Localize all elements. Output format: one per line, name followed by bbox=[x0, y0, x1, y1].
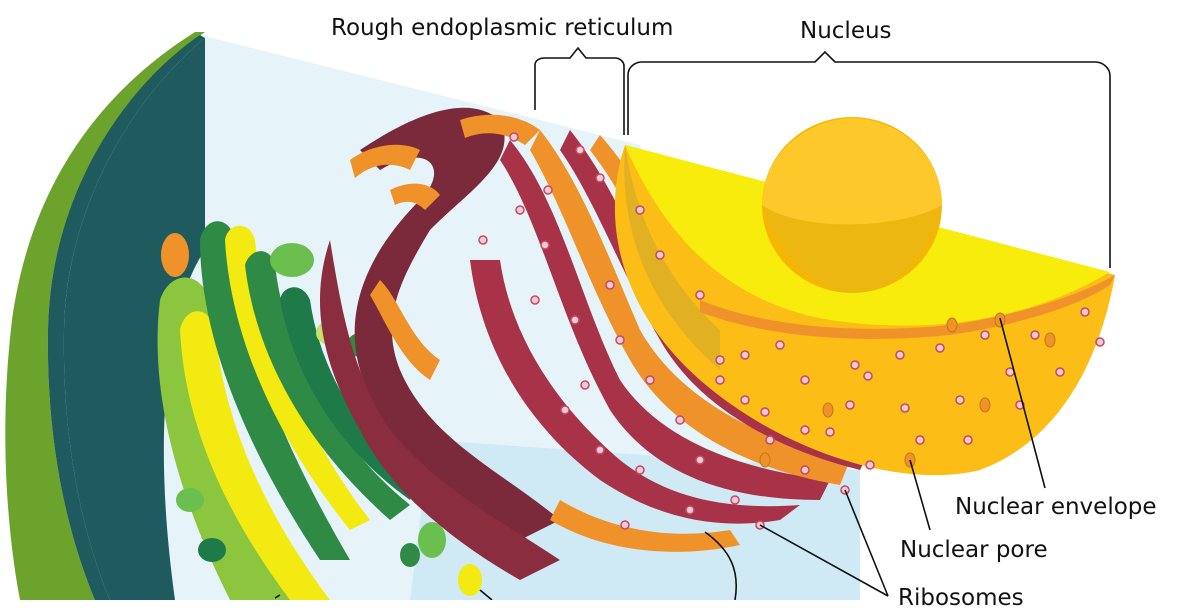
ribosomes-leader-a bbox=[759, 524, 889, 597]
cell-wall bbox=[5, 32, 205, 600]
lower-leader-a bbox=[704, 531, 737, 601]
nucleus-label: Nucleus bbox=[800, 18, 892, 44]
cytoplasm-edge bbox=[47, 35, 206, 600]
nuclear-pore-label: Nuclear pore bbox=[900, 537, 1048, 563]
nuclear-pore-leader bbox=[909, 459, 931, 531]
ribosomes-leader-b bbox=[844, 489, 889, 597]
rough-er-bracket bbox=[534, 46, 625, 135]
nucleus-shape bbox=[614, 117, 1115, 476]
rough-er bbox=[320, 107, 880, 580]
callout-lines bbox=[274, 46, 1111, 601]
lower-leader-b bbox=[274, 594, 281, 599]
ribosomes bbox=[478, 132, 1105, 530]
nucleus-bracket bbox=[627, 50, 1111, 268]
lower-leader-c bbox=[479, 589, 493, 601]
nuclear-envelope-leader bbox=[999, 317, 1046, 489]
rough-er-label: Rough endoplasmic reticulum bbox=[331, 15, 674, 41]
nuclear-envelope-label: Nuclear envelope bbox=[955, 494, 1157, 520]
nuclear-pores bbox=[759, 312, 1056, 468]
cytoplasm-edge-band bbox=[63, 38, 206, 600]
ribosomes-label: Ribosomes bbox=[898, 585, 1024, 611]
